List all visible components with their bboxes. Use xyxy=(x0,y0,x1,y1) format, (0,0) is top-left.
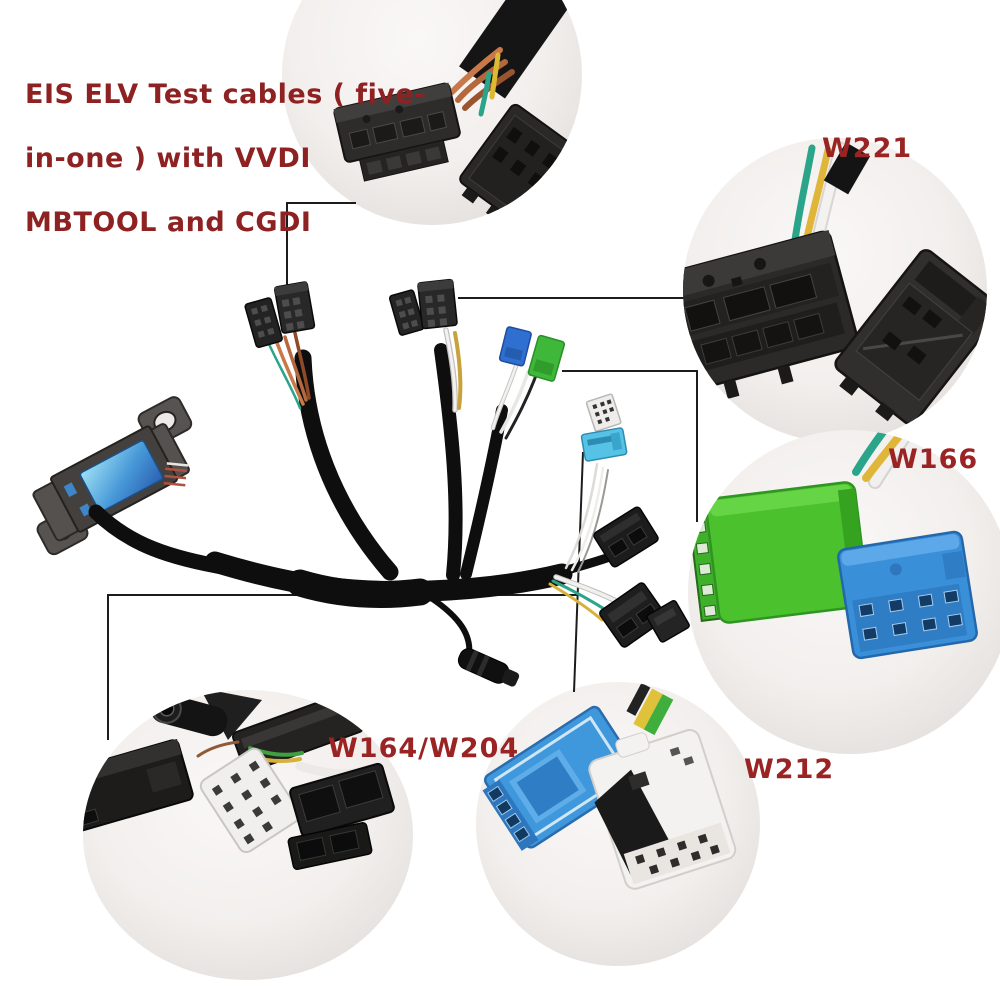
w221-elv-connector xyxy=(834,249,987,425)
w164-black-connector-lower xyxy=(287,822,373,870)
sample-eis-connector xyxy=(333,82,461,182)
branch3-wires xyxy=(490,363,540,440)
branch1-sheath xyxy=(294,349,399,581)
obd-blue-insert xyxy=(79,440,164,513)
w212-blue-connector xyxy=(482,705,642,851)
w164-white-connector xyxy=(199,747,301,854)
harness xyxy=(32,278,690,687)
dc-cable xyxy=(422,591,473,658)
title-block: EIS ELV Test cables ( five- in-one ) wit… xyxy=(25,79,426,238)
branch2-connector-b xyxy=(417,278,458,330)
branch2-sheath xyxy=(434,343,463,582)
w166-blue-connector xyxy=(837,530,978,660)
harness-sheathing xyxy=(88,343,623,658)
trunk-knot xyxy=(286,569,434,609)
w212-wire-ribbon xyxy=(626,682,674,736)
w164-black-connector-right xyxy=(289,762,395,838)
title-line-1: EIS ELV Test cables ( five- xyxy=(25,79,426,110)
obd2-connector xyxy=(32,396,193,556)
branch3-sheath xyxy=(460,404,508,580)
label-w164-w204: W164/W204 xyxy=(328,733,519,764)
photo-w212-contents xyxy=(482,682,737,890)
label-w166: W166 xyxy=(888,444,978,475)
sample-elv-connector xyxy=(459,103,581,225)
title-line-3: MBTOOL and CGDI xyxy=(25,207,311,238)
branch5-connector xyxy=(593,506,659,568)
photo-w221-contents xyxy=(683,141,987,425)
branch1-wires xyxy=(266,331,311,410)
leader-w166 xyxy=(562,370,698,522)
photo-top-contents xyxy=(333,0,581,225)
branch2-connector-a xyxy=(388,289,425,336)
branch3-blue-connector xyxy=(498,326,532,367)
branch1-connector-a xyxy=(244,297,283,349)
label-w221: W221 xyxy=(822,133,912,164)
leader-top-circle xyxy=(286,202,356,292)
branch4-cyan-connector xyxy=(580,427,628,462)
esl-connector-a xyxy=(599,582,667,648)
photo-w166-contents xyxy=(688,430,978,660)
branch3-green-connector xyxy=(527,334,566,382)
w212-white-connector xyxy=(588,729,737,890)
label-w212: W212 xyxy=(744,754,834,785)
photo-w164-contents xyxy=(83,690,395,870)
branch1-connector-b xyxy=(273,281,316,334)
w221-eis-connector xyxy=(683,230,860,399)
branch4-white-connector xyxy=(585,393,622,432)
esl-connector-b xyxy=(646,599,690,643)
w166-green-connector xyxy=(688,481,870,624)
dc-barrel-plug xyxy=(457,648,520,687)
w164-rubber-boot xyxy=(200,690,262,740)
branch2-wires xyxy=(443,327,463,413)
branch4-wires xyxy=(564,462,609,573)
title-line-2: in-one ) with VVDI xyxy=(25,143,311,174)
